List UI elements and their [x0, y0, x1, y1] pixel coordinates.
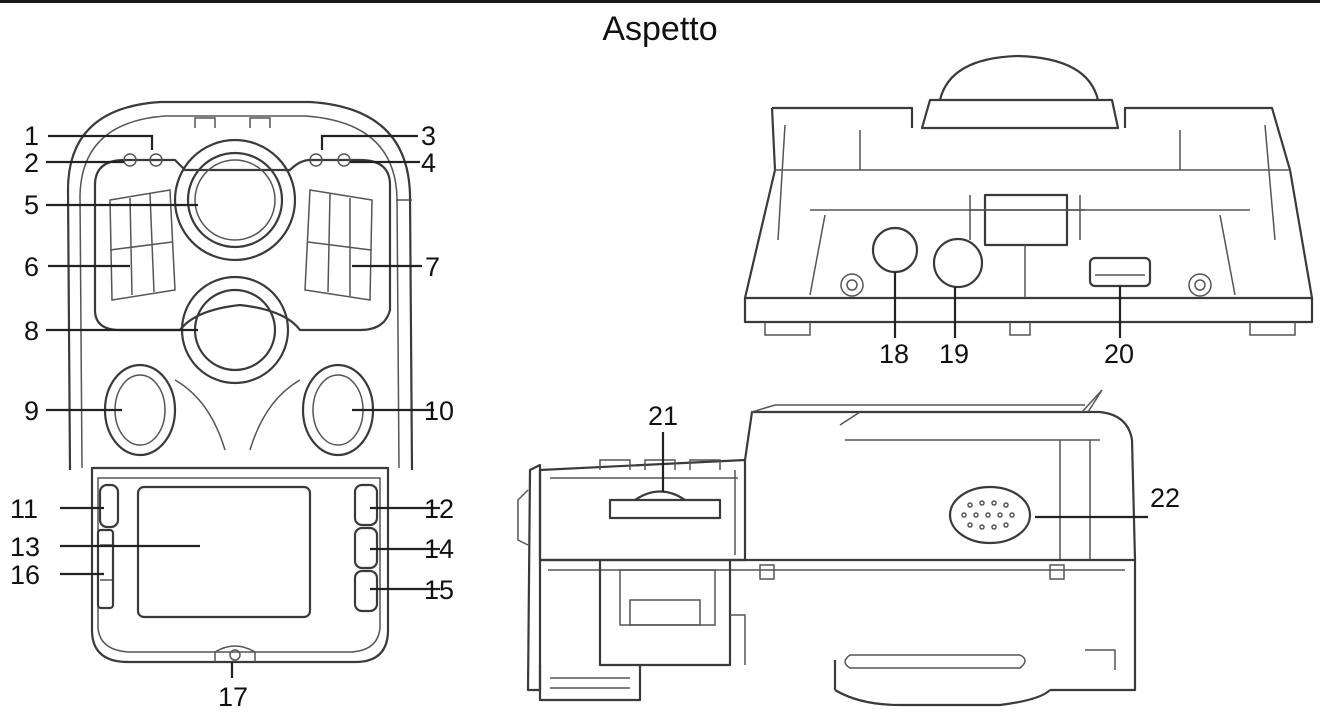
callout-10: 10	[424, 396, 454, 426]
callout-13: 13	[10, 532, 40, 562]
callout-5: 5	[24, 190, 39, 220]
callout-11: 11	[10, 494, 38, 524]
side-view-drawing	[517, 389, 1137, 707]
callout-3: 3	[421, 121, 436, 151]
side-view-leaders	[661, 432, 1148, 519]
callout-15: 15	[424, 575, 454, 605]
callout-14: 14	[424, 534, 454, 564]
page-title: Aspetto	[602, 10, 718, 48]
front-view-leaders	[46, 134, 440, 678]
callout-18: 18	[879, 339, 909, 369]
top-border	[0, 0, 1320, 3]
callout-12: 12	[424, 494, 454, 524]
callout-labels: 1 2 3 4 5 6 7 8 9 10 11 12 13 14 16 15 1…	[10, 121, 1180, 712]
callout-1: 1	[24, 121, 39, 151]
callout-9: 9	[24, 396, 39, 426]
callout-19: 19	[939, 339, 969, 369]
callout-2: 2	[24, 148, 39, 178]
callout-8: 8	[24, 316, 39, 346]
callout-6: 6	[24, 252, 39, 282]
callout-22: 22	[1150, 483, 1180, 513]
callout-21: 21	[648, 401, 678, 431]
callout-4: 4	[421, 148, 436, 178]
callout-20: 20	[1104, 339, 1134, 369]
front-view-drawing	[66, 100, 414, 664]
callout-16: 16	[10, 560, 40, 590]
bottom-view-leaders	[893, 272, 1122, 338]
callout-17: 17	[218, 682, 248, 712]
callout-7: 7	[425, 252, 440, 282]
bottom-view-drawing	[743, 54, 1314, 336]
